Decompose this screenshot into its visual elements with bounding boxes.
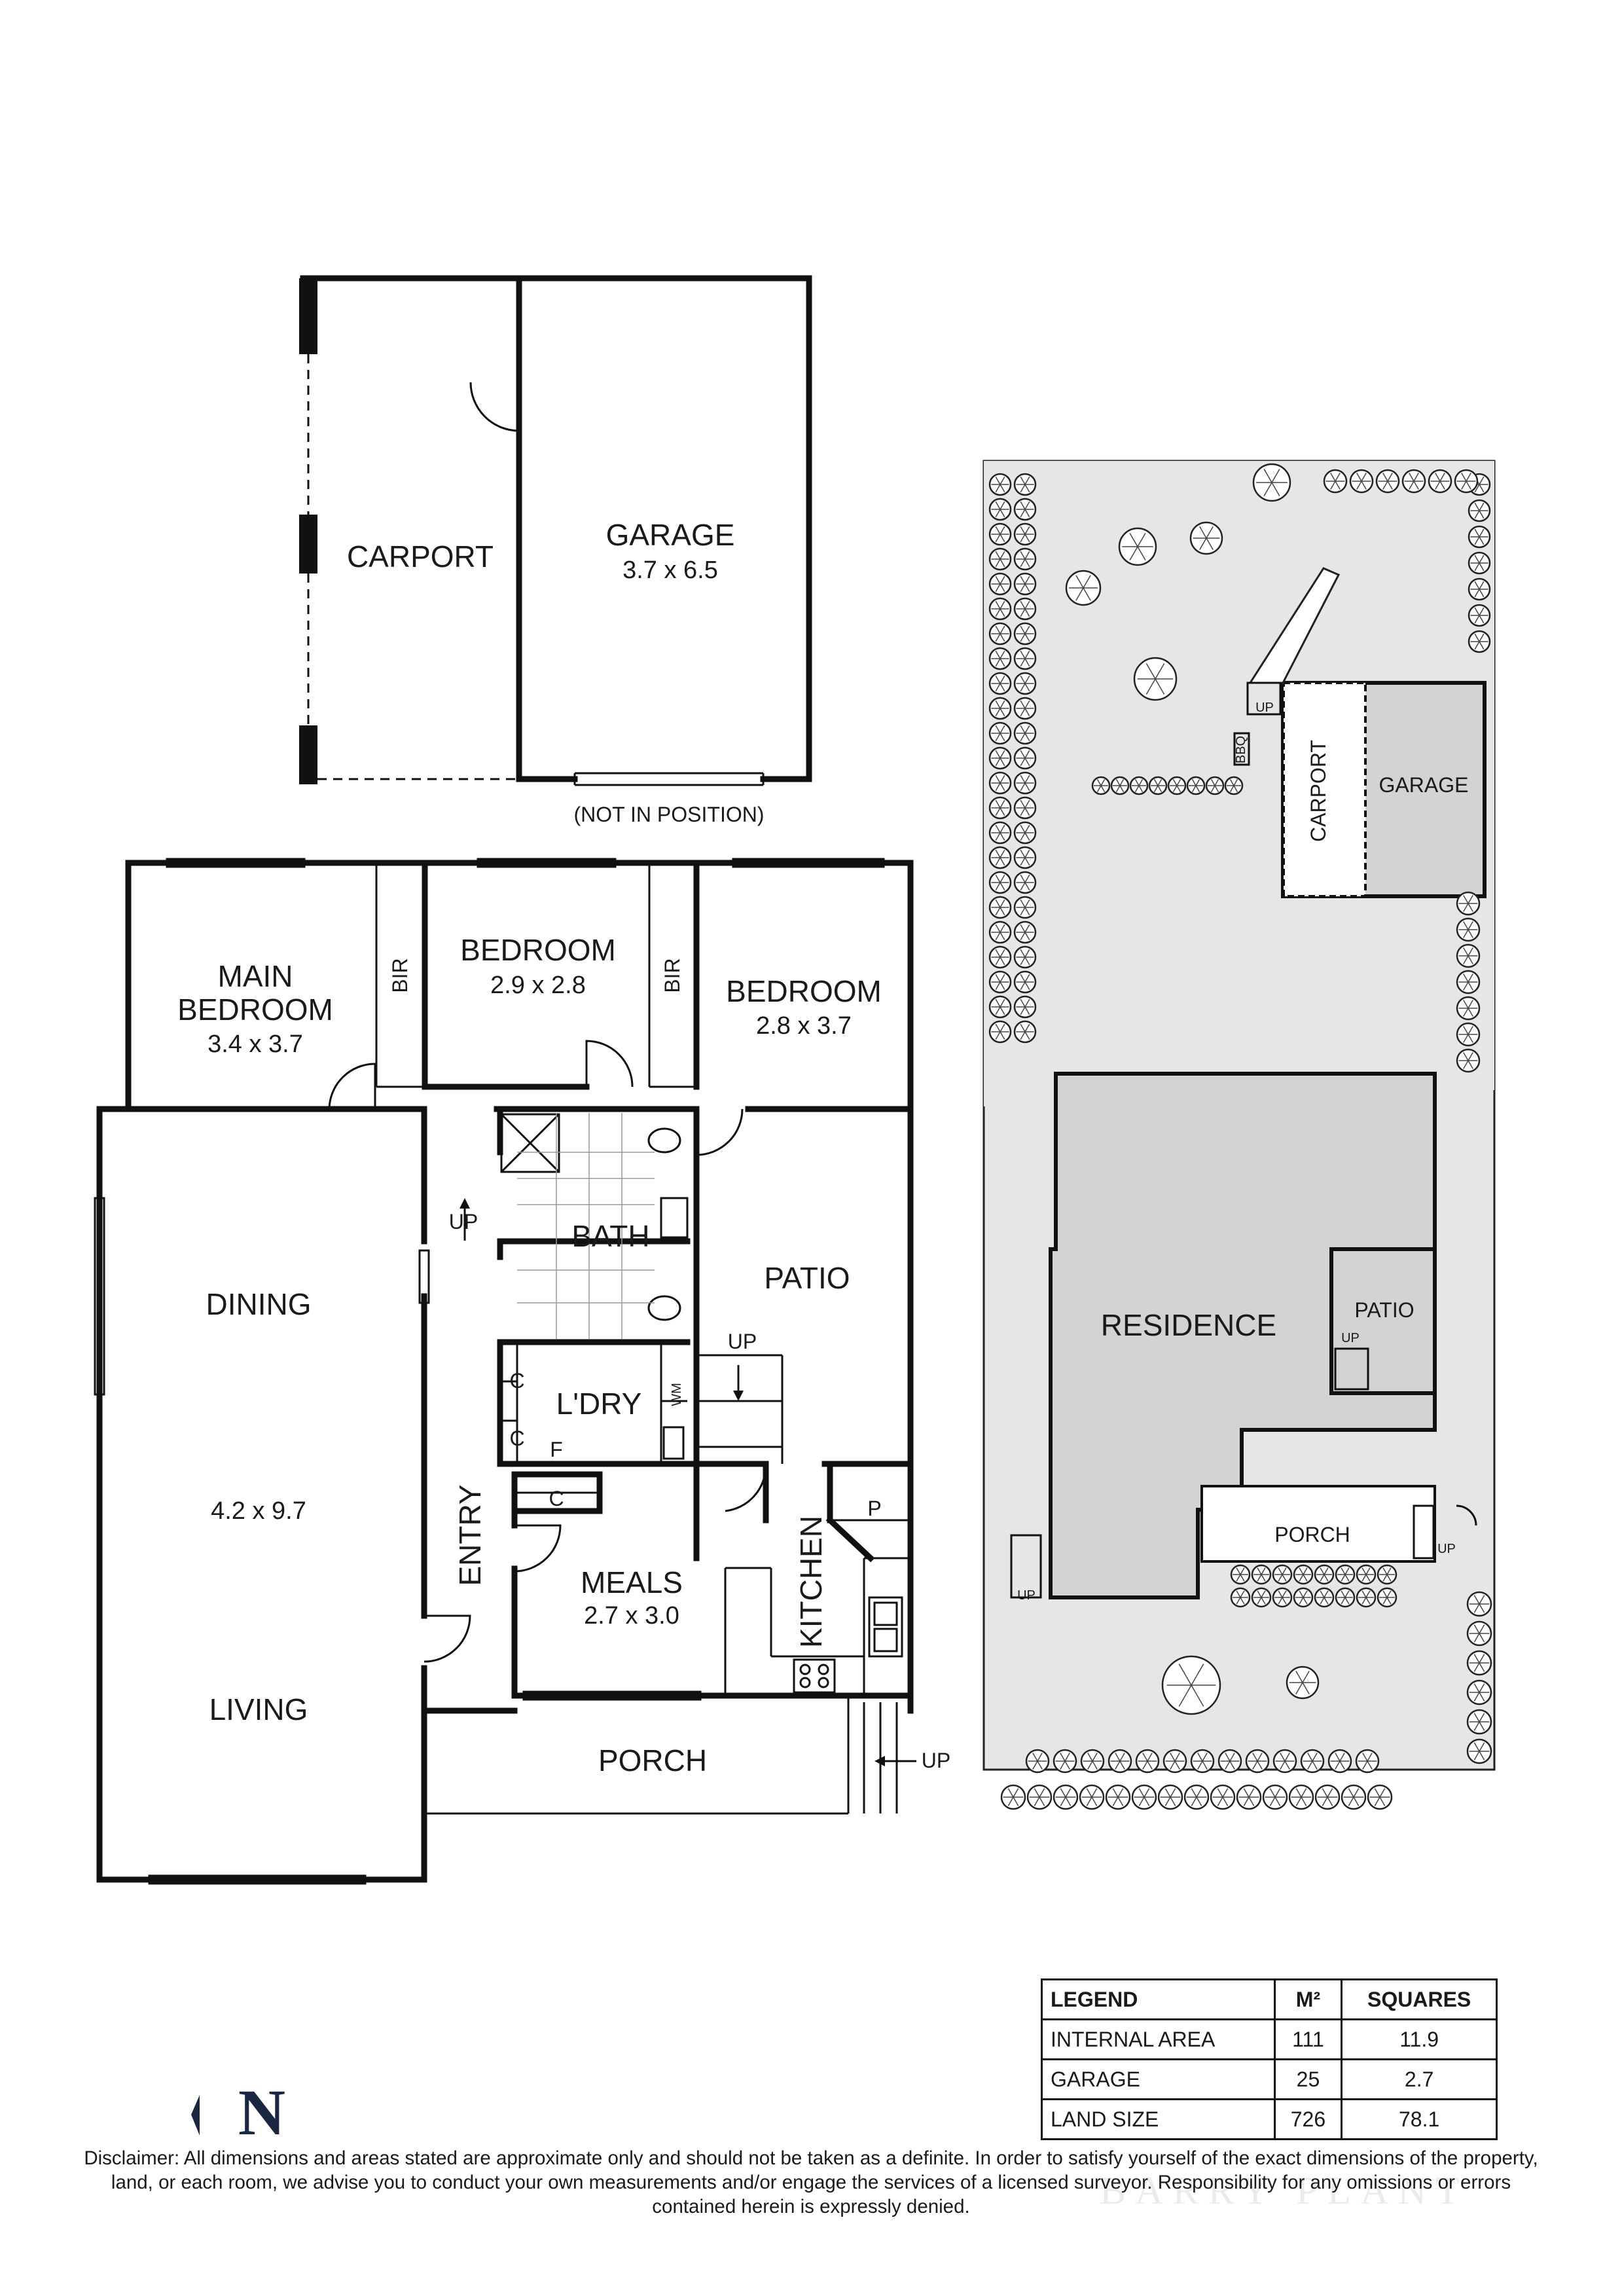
north-letter: N bbox=[238, 2076, 285, 2149]
meals-dimensions: 2.7 x 3.0 bbox=[584, 1602, 679, 1630]
area-legend-table: LEGEND M² SQUARES INTERNAL AREA 111 11.9… bbox=[1041, 1978, 1498, 2140]
site-up-label-3: UP bbox=[1017, 1588, 1036, 1603]
legend-row-label: INTERNAL AREA bbox=[1041, 2018, 1276, 2060]
bedroom-2-dimensions: 2.9 x 2.8 bbox=[490, 972, 586, 999]
site-carport-label: CARPORT bbox=[1307, 740, 1330, 842]
site-up-label-4: UP bbox=[1437, 1542, 1456, 1556]
legend-header-row: LEGEND M² SQUARES bbox=[1041, 1978, 1498, 2020]
legend-row-squares: 11.9 bbox=[1341, 2018, 1498, 2060]
main-bedroom-label-line2: BEDROOM bbox=[177, 993, 333, 1027]
legend-header-squares: SQUARES bbox=[1341, 1978, 1498, 2020]
cupboard-label-2: C bbox=[509, 1427, 524, 1450]
carport-label: CARPORT bbox=[347, 539, 494, 574]
meals-label: MEALS bbox=[581, 1565, 683, 1599]
up-label-1: UP bbox=[449, 1210, 478, 1233]
legend-row: GARAGE 25 2.7 bbox=[1041, 2058, 1498, 2100]
north-compass-icon: N bbox=[191, 2076, 285, 2149]
bath-label: BATH bbox=[571, 1219, 649, 1253]
site-patio-label: PATIO bbox=[1354, 1298, 1414, 1322]
bedroom-3-dimensions: 2.8 x 3.7 bbox=[756, 1012, 852, 1040]
washing-machine-label: WM bbox=[670, 1383, 684, 1406]
legend-row-m2: 726 bbox=[1273, 2098, 1343, 2140]
cupboard-label-1: C bbox=[509, 1369, 524, 1393]
patio-label: PATIO bbox=[764, 1261, 850, 1295]
site-residence-label: RESIDENCE bbox=[1101, 1308, 1276, 1342]
site-porch-label: PORCH bbox=[1274, 1523, 1350, 1546]
dining-label: DINING bbox=[206, 1287, 312, 1321]
bir-label-1: BIR bbox=[388, 958, 412, 993]
bedroom-3-label: BEDROOM bbox=[726, 974, 882, 1008]
up-label-2: UP bbox=[728, 1330, 757, 1353]
bedroom-2-label: BEDROOM bbox=[460, 933, 616, 967]
up-label-3: UP bbox=[922, 1749, 950, 1772]
entry-label: ENTRY bbox=[453, 1484, 487, 1586]
site-up-label-1: UP bbox=[1255, 701, 1274, 715]
garage-block bbox=[299, 275, 812, 786]
legend-header-label: LEGEND bbox=[1041, 1978, 1276, 2020]
site-garage-label: GARAGE bbox=[1379, 773, 1469, 797]
site-bbq-label: BBQ bbox=[1234, 736, 1248, 763]
kitchen-label: KITCHEN bbox=[794, 1516, 828, 1648]
garage-label: GARAGE bbox=[606, 518, 735, 552]
legend-row: INTERNAL AREA 111 11.9 bbox=[1041, 2018, 1498, 2060]
bath-tile-grid bbox=[517, 1113, 655, 1339]
up-arrow-icons bbox=[460, 1198, 916, 1766]
legend-header-m2: M² bbox=[1273, 1978, 1343, 2020]
laundry-label: L'DRY bbox=[556, 1387, 642, 1421]
watermark-logo: BARRY PLANT bbox=[1100, 2169, 1469, 2212]
legend-row: LAND SIZE 726 78.1 bbox=[1041, 2098, 1498, 2140]
living-dimensions: 4.2 x 9.7 bbox=[211, 1497, 306, 1525]
fridge-label: F bbox=[550, 1438, 563, 1461]
garage-not-in-position-note: (NOT IN POSITION) bbox=[574, 803, 765, 826]
legend-row-label: GARAGE bbox=[1041, 2058, 1276, 2100]
pantry-label: P bbox=[867, 1497, 881, 1520]
main-bedroom-label-line1: MAIN bbox=[218, 959, 293, 993]
disclaimer-text: Disclaimer: All dimensions and areas sta… bbox=[84, 2147, 1538, 2217]
site-up-label-2: UP bbox=[1341, 1331, 1360, 1345]
house-walls bbox=[94, 858, 914, 1885]
cupboard-label-3: C bbox=[549, 1487, 564, 1510]
site-trees bbox=[988, 463, 1492, 1810]
legend-row-squares: 2.7 bbox=[1341, 2058, 1498, 2100]
main-bedroom-dimensions: 3.4 x 3.7 bbox=[207, 1030, 303, 1058]
living-label: LIVING bbox=[209, 1692, 308, 1726]
legend-row-squares: 78.1 bbox=[1341, 2098, 1498, 2140]
garage-dimensions: 3.7 x 6.5 bbox=[622, 556, 718, 584]
porch-label: PORCH bbox=[598, 1743, 707, 1777]
legend-row-m2: 25 bbox=[1273, 2058, 1343, 2100]
legend-row-m2: 111 bbox=[1273, 2018, 1343, 2060]
bir-label-2: BIR bbox=[660, 958, 684, 993]
legend-row-label: LAND SIZE bbox=[1041, 2098, 1276, 2140]
